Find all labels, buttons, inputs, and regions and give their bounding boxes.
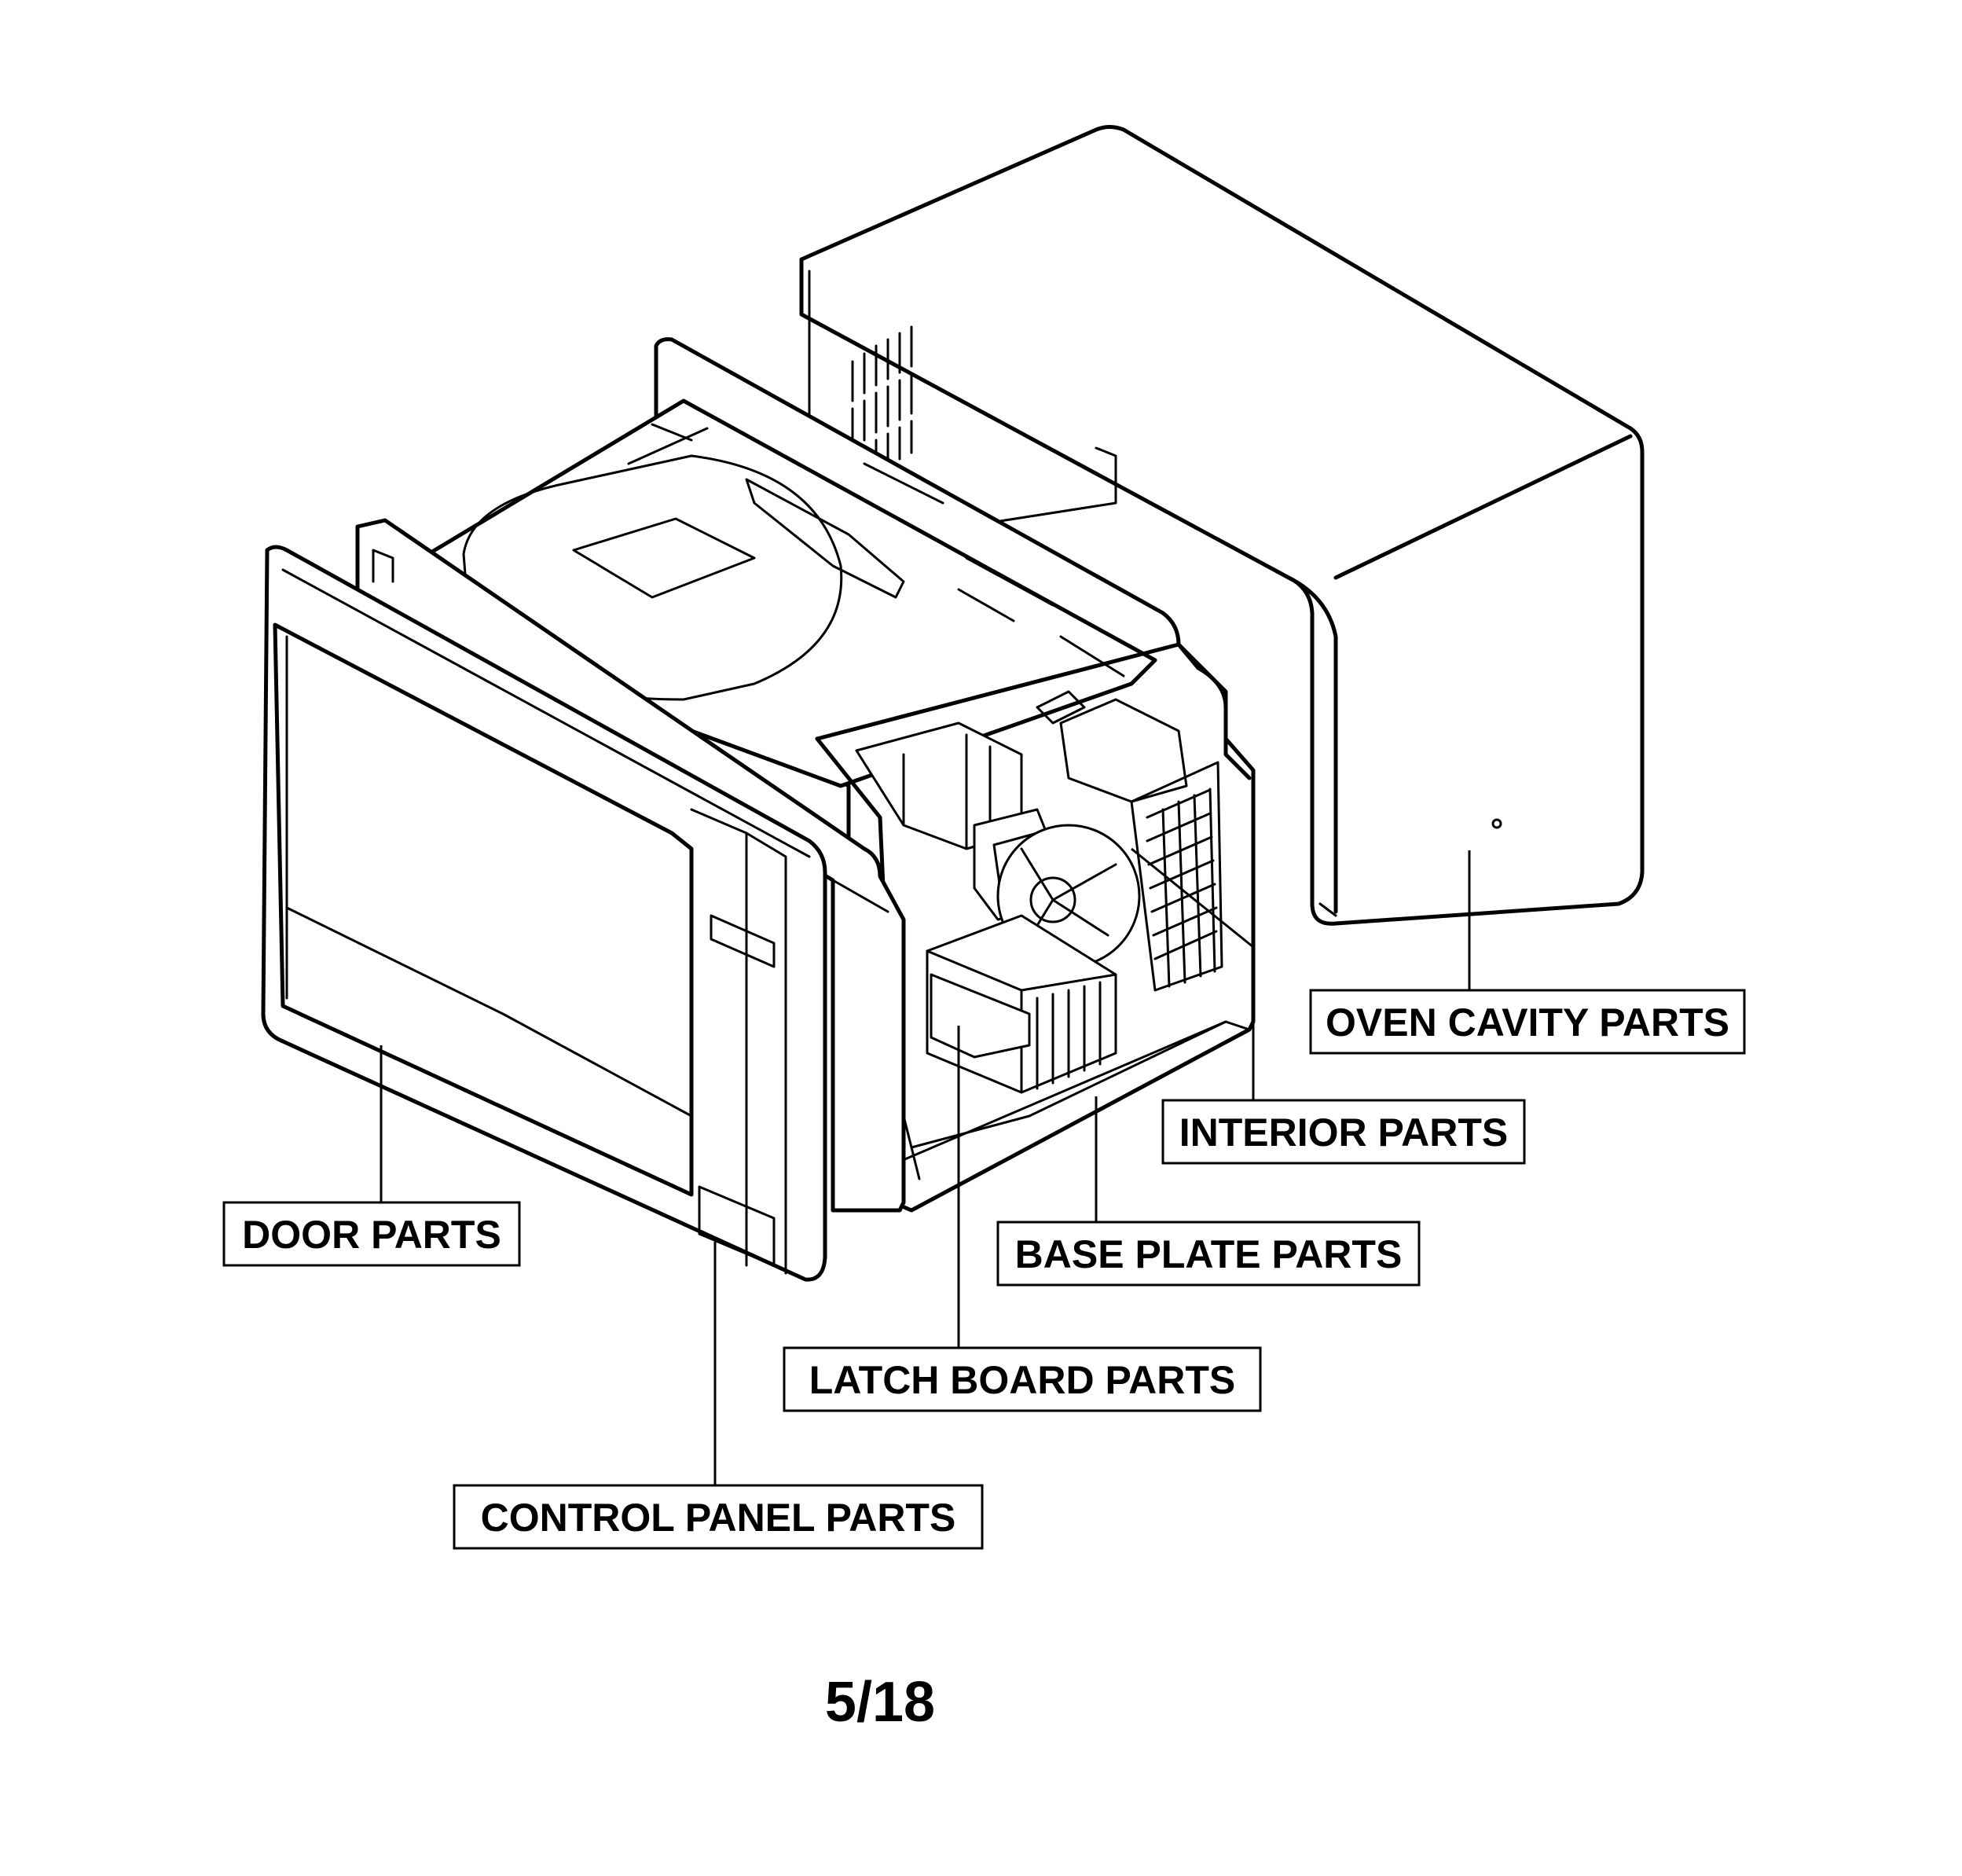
door <box>261 545 827 1282</box>
callout-door: DOOR PARTS <box>222 1201 521 1267</box>
control-panel-frame <box>355 518 906 1213</box>
callout-oven-cavity: OVEN CAVITY PARTS <box>1309 989 1746 1055</box>
callout-label: OVEN CAVITY PARTS <box>1326 1000 1729 1044</box>
callout-label: BASE PLATE PARTS <box>1015 1232 1403 1276</box>
leader-lines <box>380 847 1471 1485</box>
callout-latch-board: LATCH BOARD PARTS <box>783 1346 1262 1412</box>
page-number: 5/18 <box>824 1671 936 1734</box>
outer-case <box>799 125 1645 926</box>
leader-interior-a <box>1131 847 1254 949</box>
callout-interior: INTERIOR PARTS <box>1161 1099 1526 1165</box>
callout-label: CONTROL PANEL PARTS <box>481 1496 956 1540</box>
callout-label: LATCH BOARD PARTS <box>809 1358 1236 1402</box>
callout-label: DOOR PARTS <box>242 1213 501 1257</box>
callout-control-panel: CONTROL PANEL PARTS <box>453 1484 984 1550</box>
callout-label: INTERIOR PARTS <box>1179 1111 1509 1155</box>
callout-base-plate: BASE PLATE PARTS <box>996 1221 1421 1287</box>
